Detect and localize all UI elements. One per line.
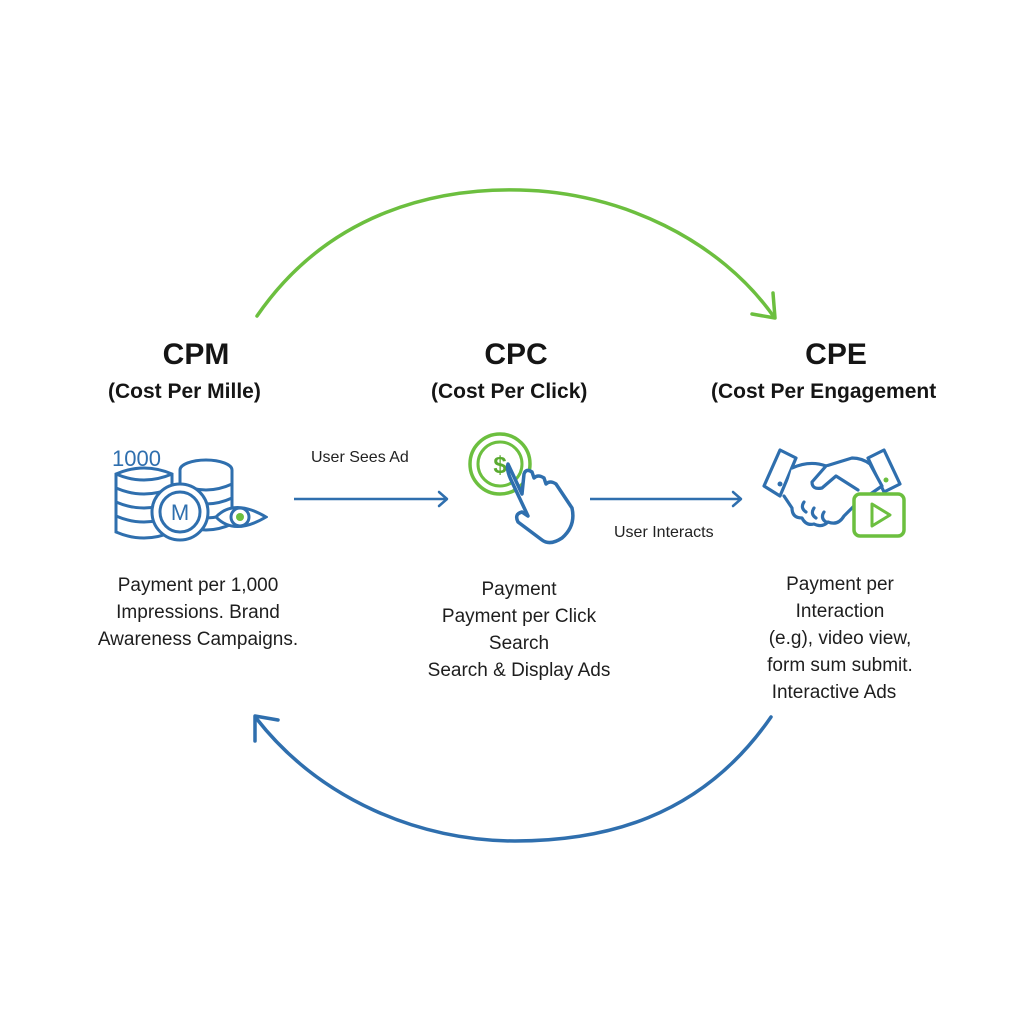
cpm-title: CPM xyxy=(162,338,230,371)
cpm-desc-line: Awareness Campaigns. xyxy=(97,629,299,650)
top-cycle-arrowhead xyxy=(750,291,777,320)
cpm-desc-line: Impressions. Brand xyxy=(116,602,280,623)
cpe-desc-line: (e.g), video view, xyxy=(768,628,912,649)
cpc-desc-line: Search xyxy=(488,633,550,654)
dollar-sign: $ xyxy=(493,452,507,479)
cpm-description: Payment per 1,000 Impressions. Brand Awa… xyxy=(86,572,310,653)
icon-badge-1000: 1000 xyxy=(112,446,161,471)
cpe-description: Payment per Interaction (e.g), video vie… xyxy=(740,571,940,706)
flow-arrowhead-cpm-cpc xyxy=(437,490,449,508)
bottom-cycle-arc xyxy=(254,715,773,843)
cpe-desc-line: Interactive Ads xyxy=(771,682,897,703)
handshake-video-icon xyxy=(762,448,906,538)
icon-coin-letter: M xyxy=(171,500,189,525)
cpe-desc-line: form sum submit. xyxy=(767,655,913,676)
cpc-desc-line: Payment per Click xyxy=(441,606,597,627)
cpc-subtitle: (Cost Per Click) xyxy=(431,380,588,403)
cpm-subtitle: (Cost Per Mille) xyxy=(108,380,261,403)
cpe-subtitle: (Cost Per Engagement xyxy=(711,380,937,403)
cpc-desc-line: Payment xyxy=(481,579,557,600)
flow-label-user-interacts: User Interacts xyxy=(614,524,714,541)
cpc-title: CPC xyxy=(484,338,548,371)
cpe-desc-line: Interaction xyxy=(795,601,885,622)
click-dollar-icon: $ xyxy=(468,432,575,545)
flow-label-user-sees-ad: User Sees Ad xyxy=(311,449,409,466)
top-cycle-arc xyxy=(255,188,776,319)
cpm-desc-line: Payment per 1,000 xyxy=(117,575,279,596)
cpc-desc-line: Search & Display Ads xyxy=(427,660,611,681)
bottom-cycle-arrowhead xyxy=(253,714,280,743)
cpc-description: Payment Payment per Click Search Search … xyxy=(414,576,624,684)
coin-stack-eye-icon: 1000 M xyxy=(112,446,268,542)
cpe-desc-line: Payment per xyxy=(786,574,894,595)
cpe-title: CPE xyxy=(805,338,867,371)
flow-arrowhead-cpc-cpe xyxy=(731,490,743,508)
